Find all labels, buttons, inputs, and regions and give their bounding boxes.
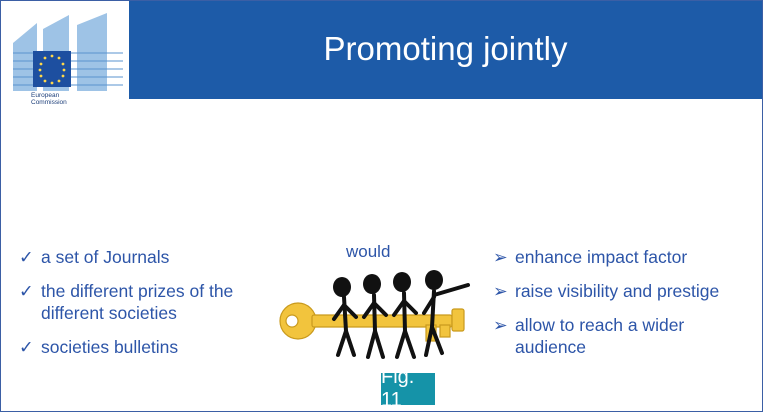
arrowhead-icon: ➢: [493, 315, 508, 335]
list-item: ✓ a set of Journals: [19, 247, 170, 267]
european-commission-logo: European Commission: [1, 1, 129, 119]
check-icon: ✓: [19, 281, 34, 301]
arrowhead-icon: ➢: [493, 247, 508, 267]
list-item: ➢ allow to reach a wider audience: [493, 315, 685, 357]
figure-label: Fig. 11: [381, 366, 435, 411]
slide-title: Promoting jointly: [323, 30, 568, 67]
check-icon: ✓: [19, 247, 34, 267]
people-carrying-key-illustration: [279, 270, 470, 359]
list-item: ➢ raise visibility and prestige: [493, 281, 720, 301]
center-text: would: [346, 242, 391, 261]
arrowhead-icon: ➢: [493, 281, 508, 301]
list-item: ✓ societies bulletins: [19, 337, 179, 357]
check-icon: ✓: [19, 337, 34, 357]
right-list: ➢ enhance impact factor ➢ raise visibili…: [493, 246, 755, 370]
logo-caption: European Commission: [31, 92, 67, 106]
building-icon: [7, 13, 123, 91]
list-item: ✓ the different prizes of the different …: [19, 281, 234, 323]
left-list: ✓ a set of Journals ✓ the different priz…: [19, 246, 279, 370]
eu-stars-icon: [38, 54, 66, 85]
list-item: ➢ enhance impact factor: [493, 247, 688, 267]
